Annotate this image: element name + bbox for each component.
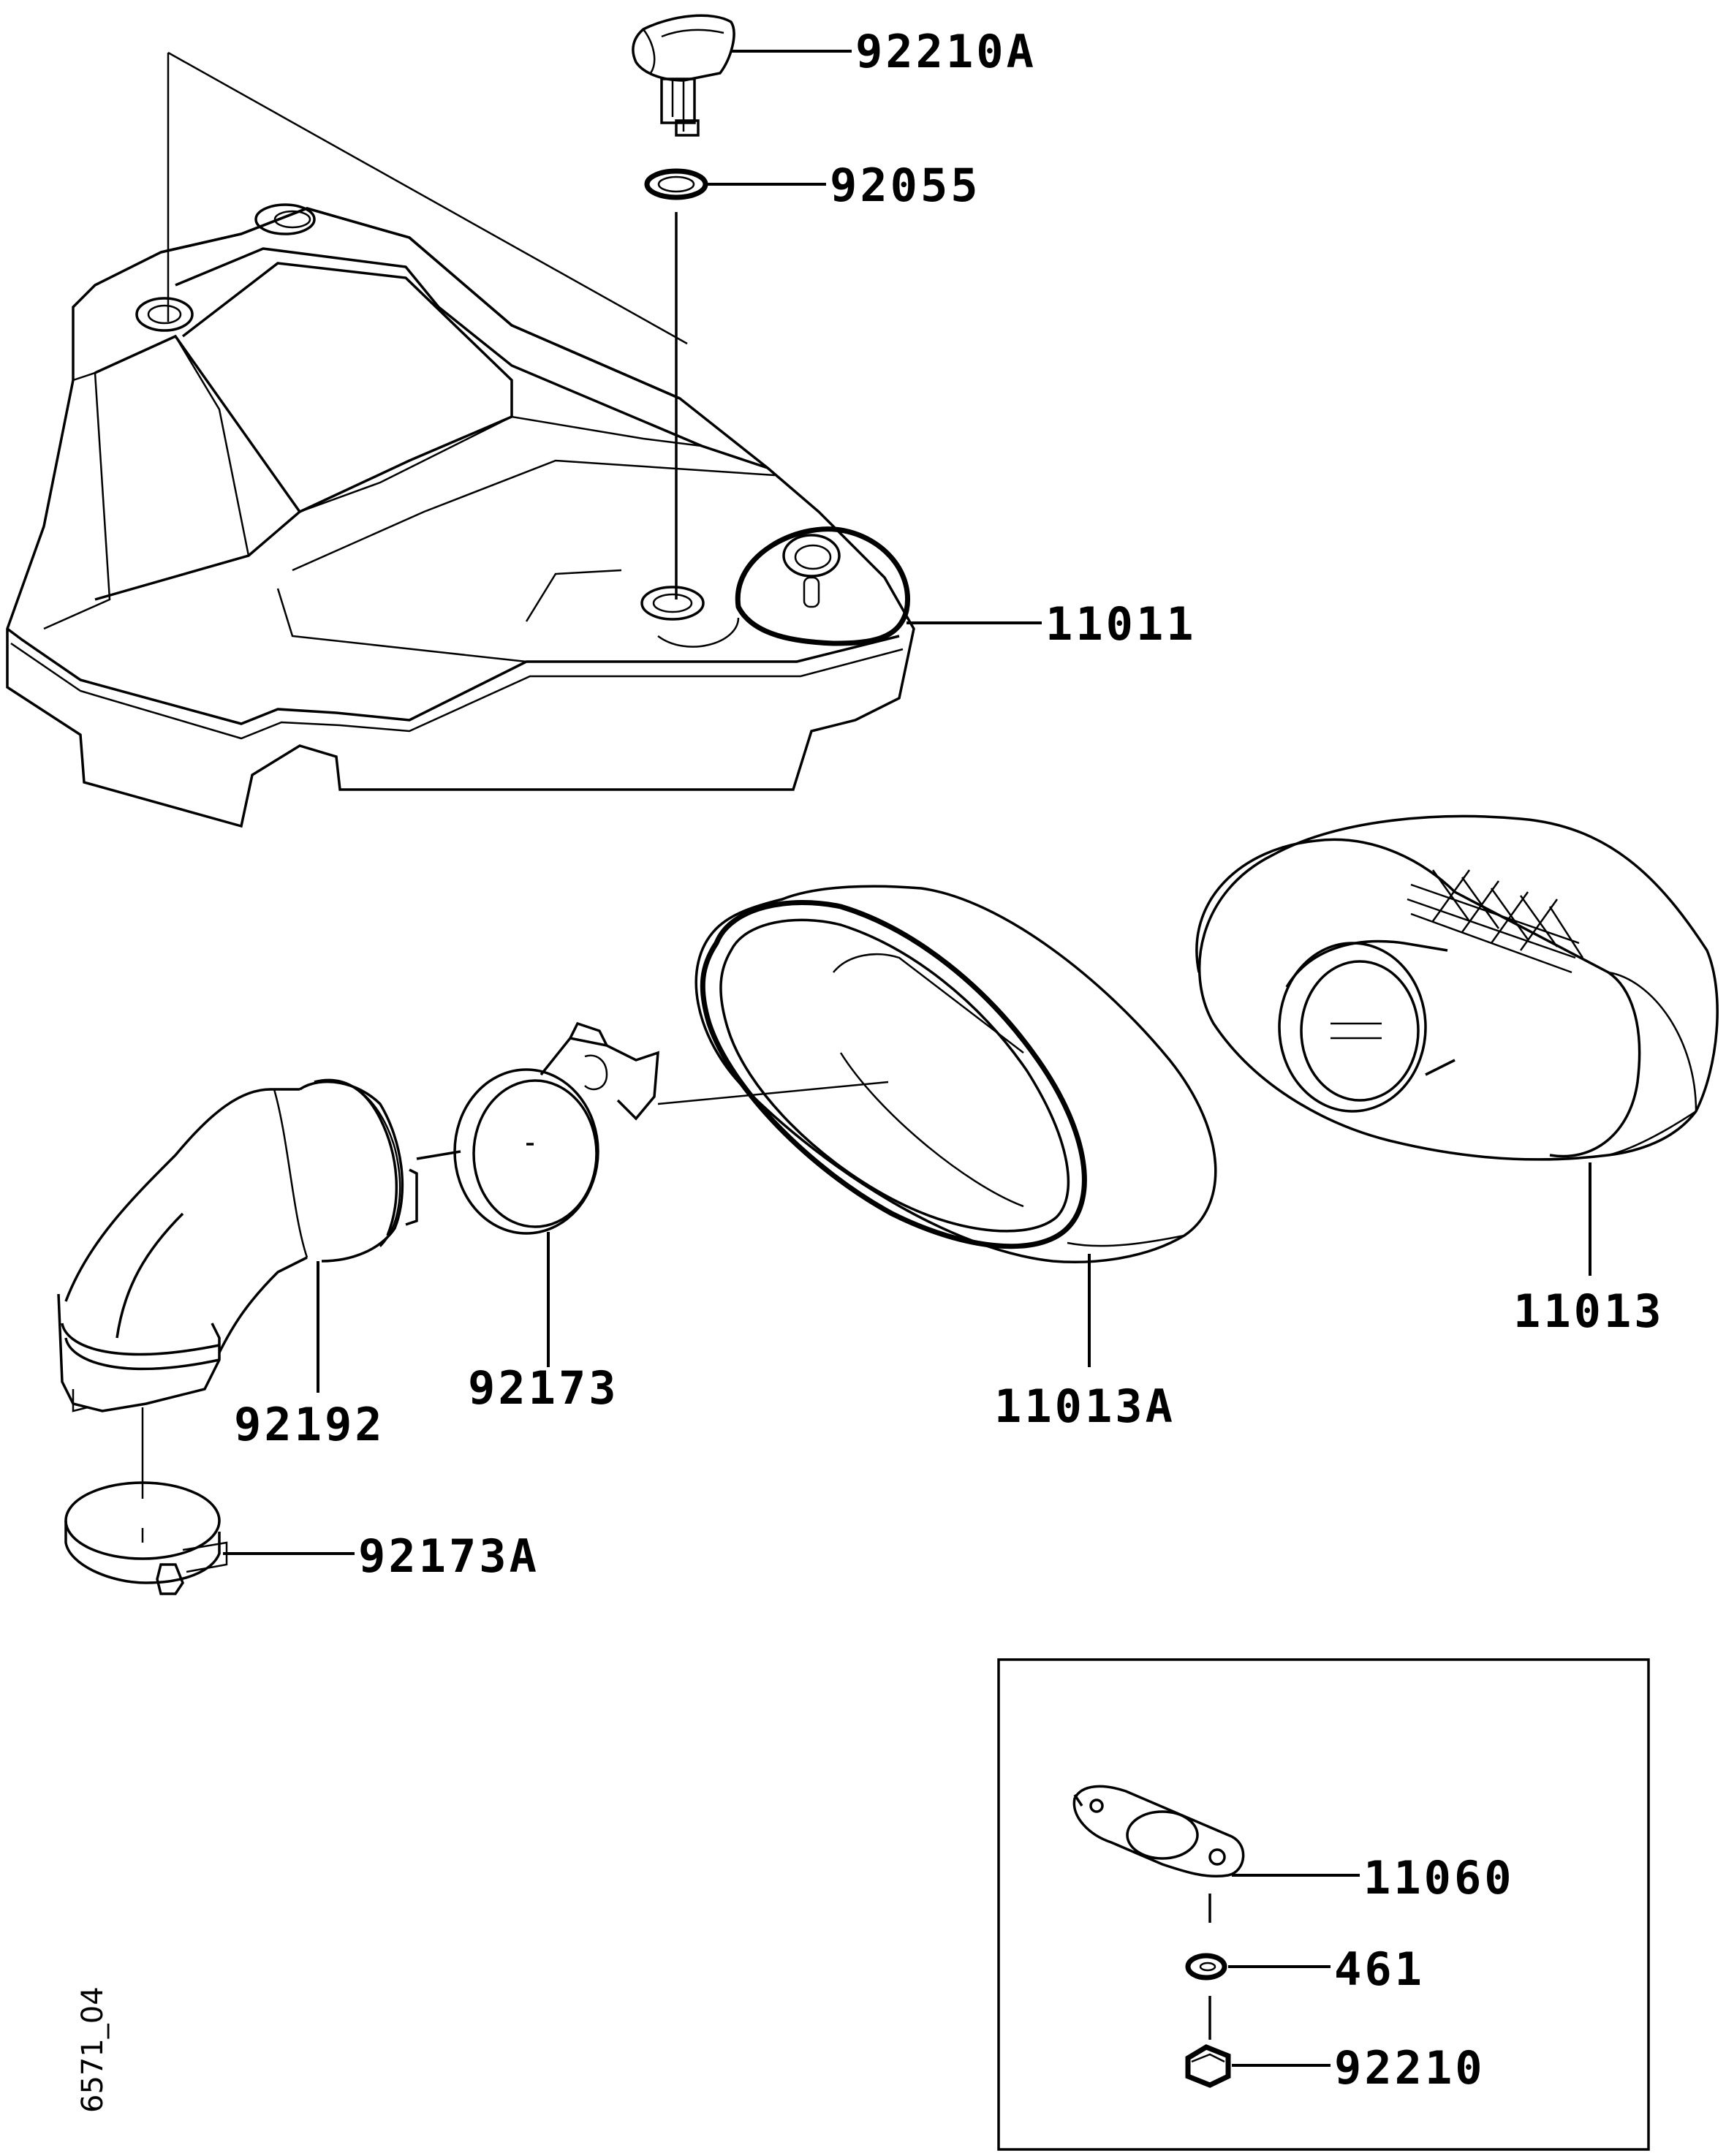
label-92173A: 92173A — [358, 1529, 540, 1583]
leader-lines — [223, 50, 1591, 2067]
filter-mesh — [1407, 869, 1584, 974]
label-11060: 11060 — [1363, 1851, 1515, 1905]
lock-washer-drawing — [1185, 1953, 1227, 2040]
hex-nut-drawing — [1185, 2044, 1231, 2088]
hose-clamp-small-drawing — [64, 1481, 228, 1595]
pre-cleaner-drawing — [694, 885, 1217, 1263]
label-92192: 92192 — [234, 1398, 385, 1451]
elbow-hose-drawing — [57, 1078, 418, 1499]
label-11013A: 11013A — [994, 1380, 1176, 1433]
label-11011: 11011 — [1045, 597, 1197, 651]
detail-inset-frame — [997, 1658, 1650, 2151]
gasket-drawing — [1072, 1785, 1245, 1923]
label-461: 461 — [1334, 1943, 1425, 1996]
wing-nut-drawing — [632, 14, 735, 137]
label-11013: 11013 — [1513, 1285, 1665, 1338]
seal-washer-drawing — [644, 168, 708, 599]
label-92055: 92055 — [830, 159, 981, 212]
drawing-code: 6571_04 — [76, 1986, 110, 2113]
label-92210A: 92210A — [855, 25, 1037, 78]
air-filter-element-drawing — [1195, 814, 1719, 1161]
air-cleaner-cover-drawing — [6, 51, 915, 828]
hose-clamp-drawing — [416, 1021, 889, 1235]
label-92173: 92173 — [468, 1361, 619, 1415]
label-92210: 92210 — [1334, 2041, 1485, 2095]
